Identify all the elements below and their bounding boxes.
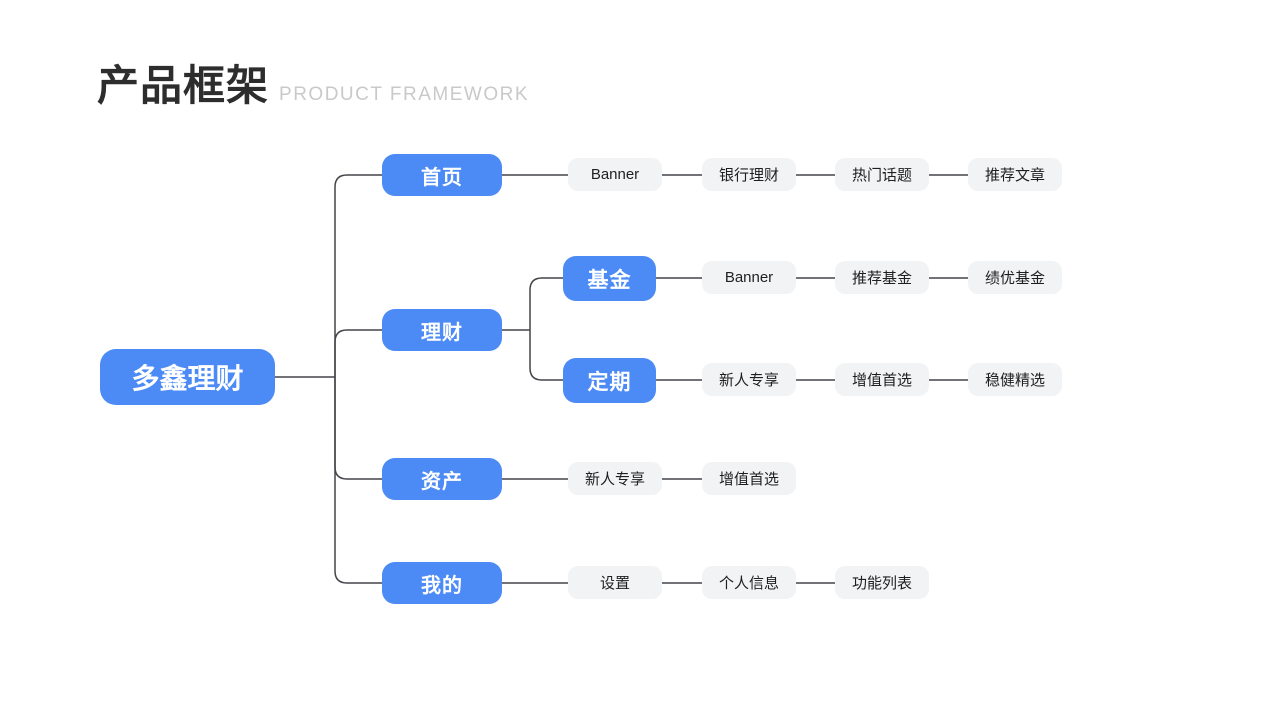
connector-trunk-wealth xyxy=(334,329,382,377)
leaf-node-feature-list: 功能列表 xyxy=(835,566,929,599)
connector-trunk-profile xyxy=(334,377,382,584)
branch-node-assets: 资产 xyxy=(382,458,502,500)
leaf-node-personal-info: 个人信息 xyxy=(702,566,796,599)
page-title: 产品框架 xyxy=(97,62,270,109)
leaf-node-banner: Banner xyxy=(702,261,796,294)
leaf-node-stable-selection: 稳健精选 xyxy=(968,363,1062,396)
leaf-node-hot-topics: 热门话题 xyxy=(835,158,929,191)
leaf-node-newcomer-exclusive: 新人专享 xyxy=(568,462,662,495)
leaf-node-value-added-choice: 增值首选 xyxy=(835,363,929,396)
subbranch-node-fixed-term: 定期 xyxy=(563,358,656,403)
leaf-node-newcomer-exclusive: 新人专享 xyxy=(702,363,796,396)
page-subtitle: PRODUCT FRAMEWORK xyxy=(279,84,529,105)
connector-subtrunk-fixed xyxy=(529,330,563,381)
leaf-node-recommended-articles: 推荐文章 xyxy=(968,158,1062,191)
leaf-node-bank-wealth: 银行理财 xyxy=(702,158,796,191)
leaf-node-settings: 设置 xyxy=(568,566,662,599)
leaf-node-banner: Banner xyxy=(568,158,662,191)
leaf-node-value-added-choice: 增值首选 xyxy=(702,462,796,495)
branch-node-wealth: 理财 xyxy=(382,309,502,351)
connector-trunk-assets xyxy=(334,377,382,480)
page-header: 产品框架 PRODUCT FRAMEWORK xyxy=(97,52,529,113)
branch-node-profile: 我的 xyxy=(382,562,502,604)
subbranch-node-fund: 基金 xyxy=(563,256,656,301)
leaf-node-recommended-funds: 推荐基金 xyxy=(835,261,929,294)
branch-node-home: 首页 xyxy=(382,154,502,196)
root-node: 多鑫理财 xyxy=(100,349,275,405)
connector-trunk-home xyxy=(334,174,382,377)
connector-subtrunk-fund xyxy=(529,277,563,330)
leaf-node-top-performing-funds: 绩优基金 xyxy=(968,261,1062,294)
